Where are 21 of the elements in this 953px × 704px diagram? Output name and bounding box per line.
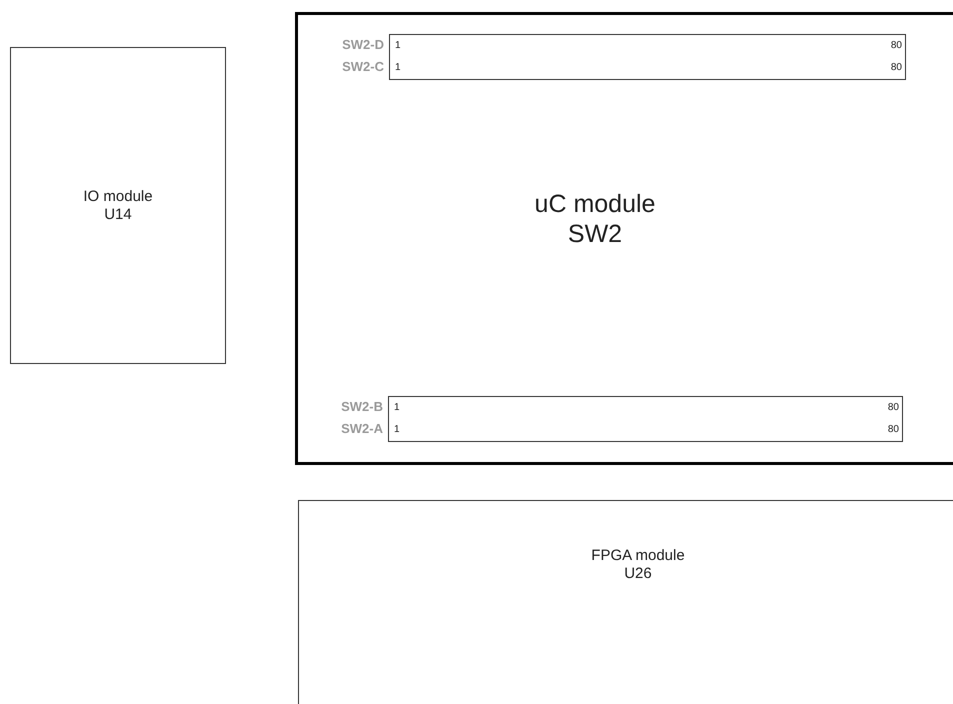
module-box [298, 500, 953, 704]
module-label: IO module [83, 188, 153, 206]
connector-label: SW2-D [341, 37, 384, 53]
connector-label: SW2-C [341, 59, 384, 75]
module-label: FPGA module [591, 547, 685, 565]
module-box [10, 47, 226, 364]
pin-number: 1 [394, 424, 400, 436]
module-label: uC module [534, 188, 656, 218]
pin-number: 80 [888, 424, 899, 436]
pin-number: 1 [394, 402, 400, 414]
module-label: SW2 [566, 218, 624, 248]
connector-label: SW2-B [340, 399, 383, 415]
pin-number: 80 [890, 40, 902, 52]
pin-number: 80 [890, 62, 902, 74]
pin-number: 1 [395, 62, 401, 74]
module-box [295, 12, 953, 465]
module-label: U26 [623, 565, 653, 583]
pin-number: 80 [888, 402, 899, 414]
module-label: U14 [103, 206, 133, 224]
pin-number: 1 [395, 40, 401, 52]
connector-label: SW2-A [340, 421, 383, 437]
